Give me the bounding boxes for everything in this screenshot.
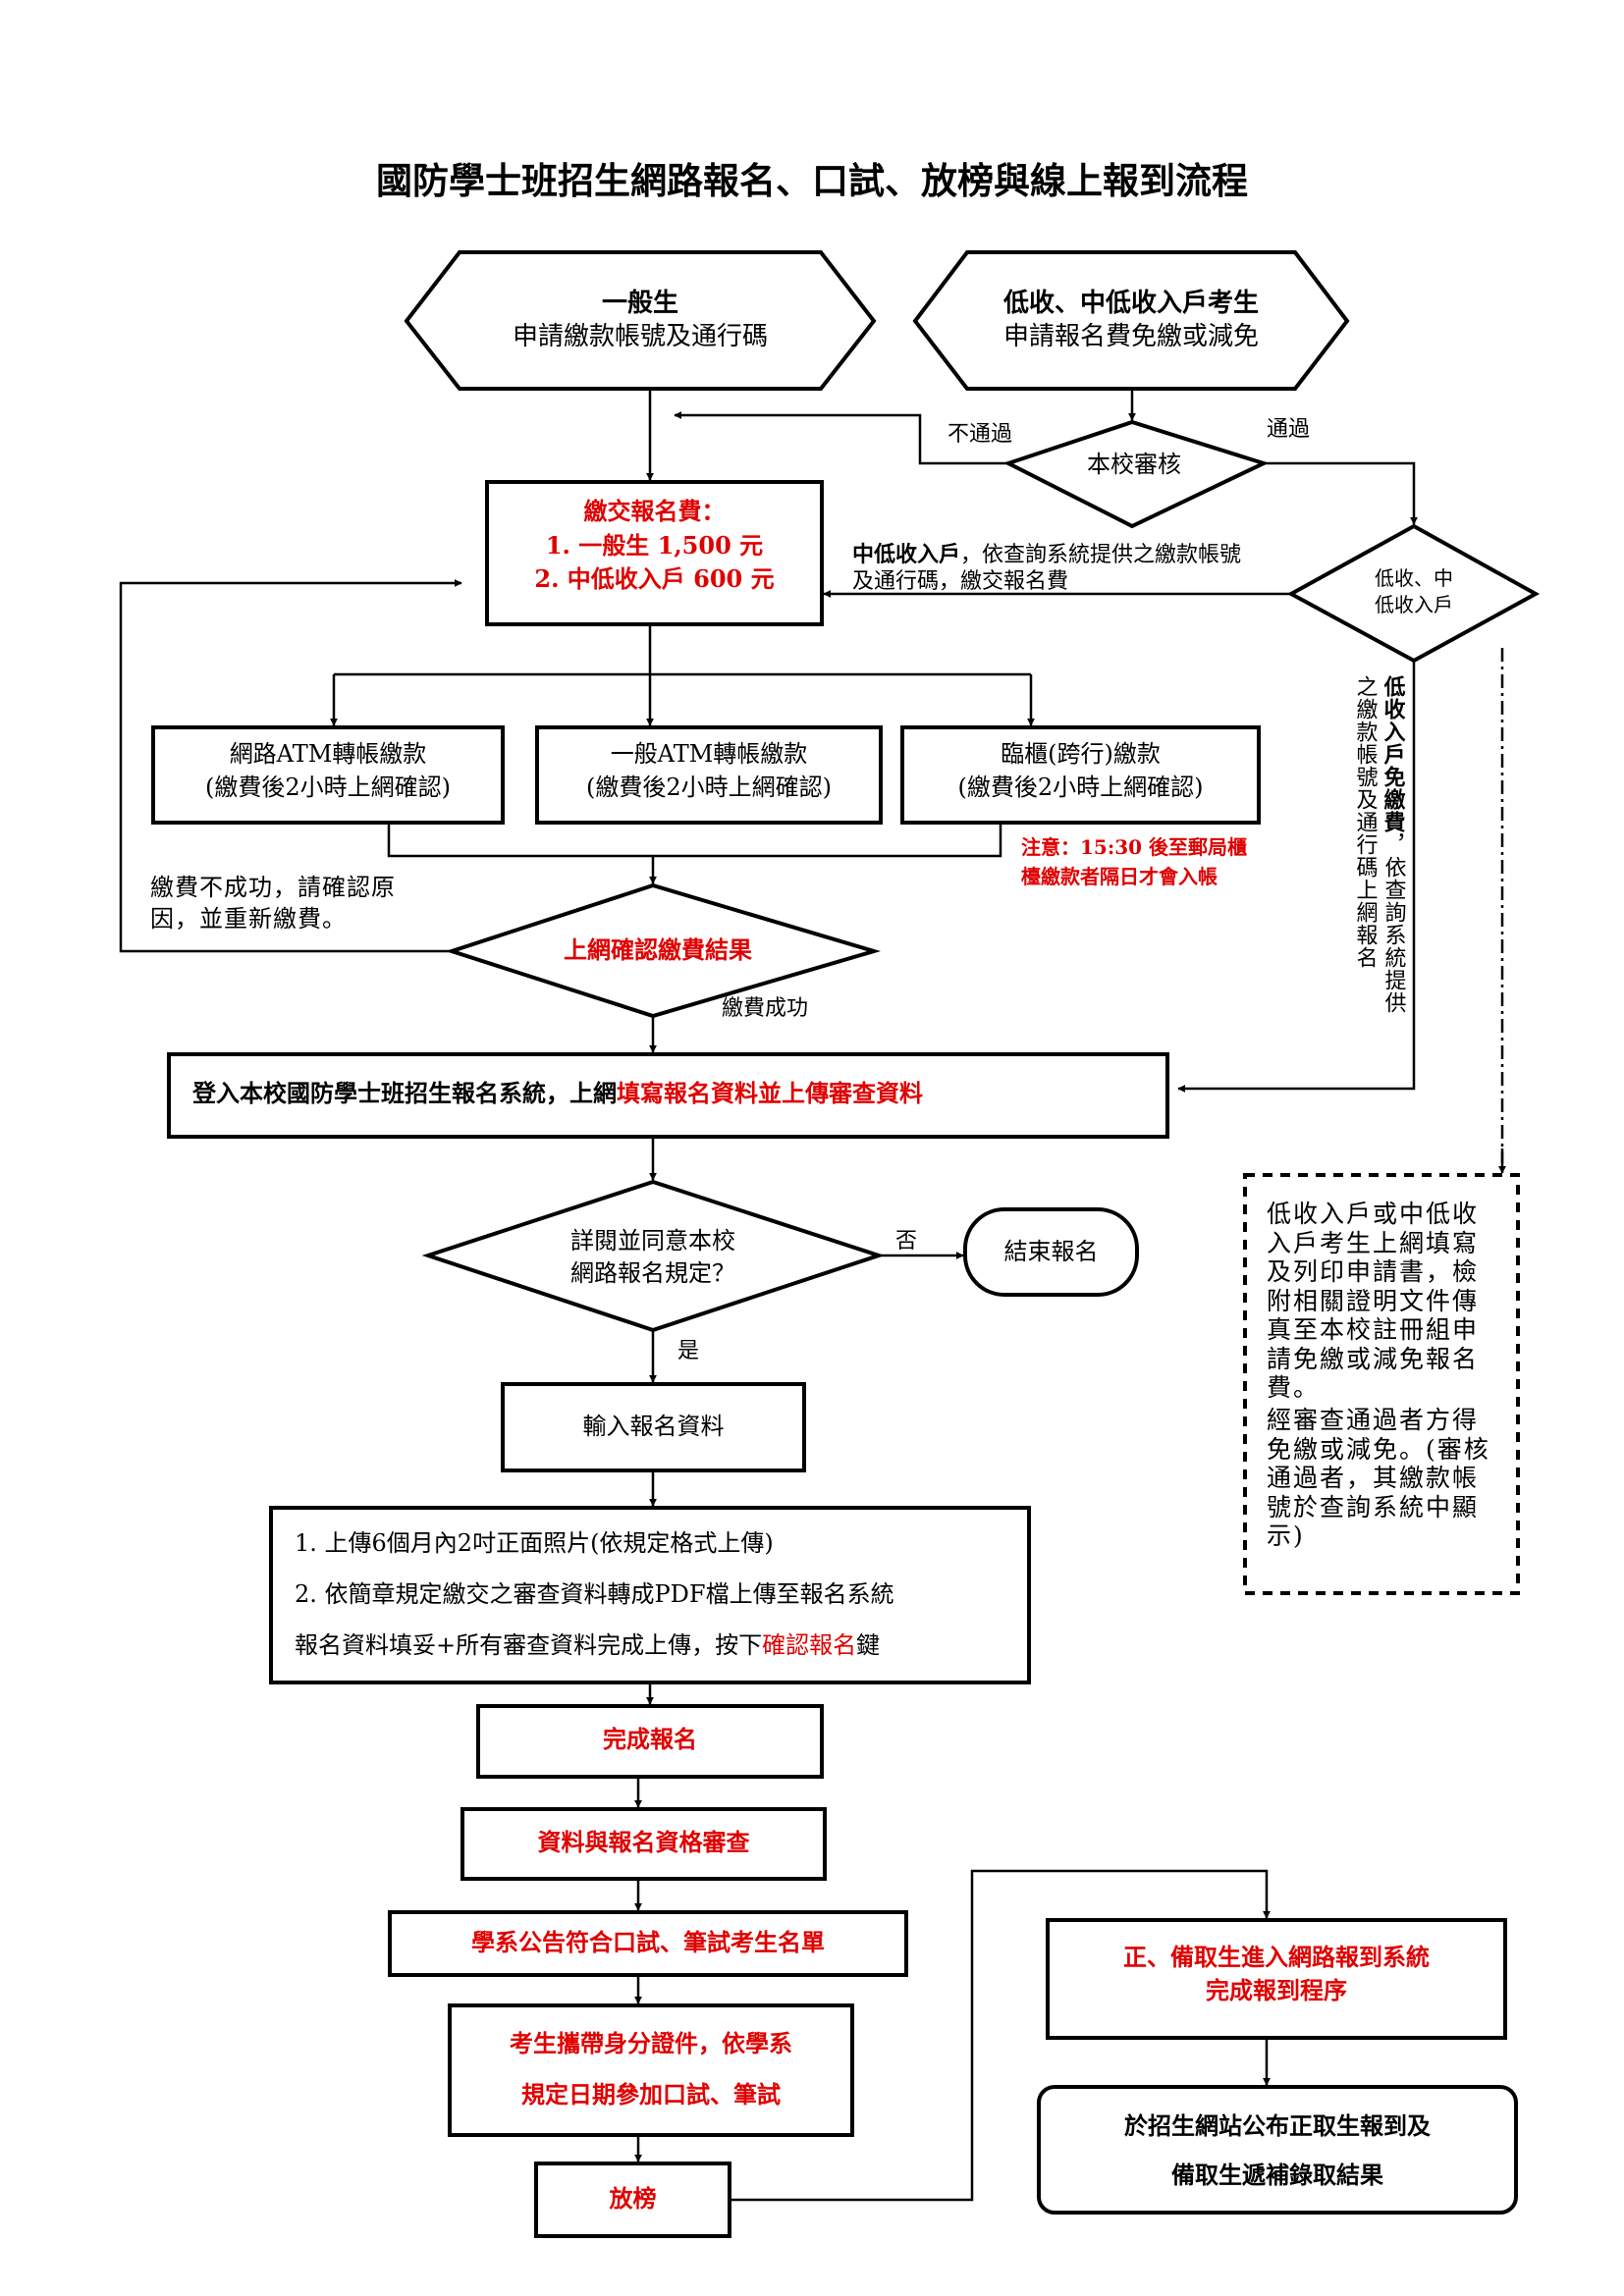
end-registration-label: 結束報名 — [1003, 1238, 1099, 1265]
low-income-hexagon — [912, 250, 1350, 391]
agree-yes-label: 是 — [677, 1339, 700, 1363]
notice-line1: 注意：15:30 後至郵局櫃 — [1021, 835, 1248, 859]
agree-line1: 詳閱並同意本校 — [570, 1227, 735, 1255]
payment-1-note: (繳費後2小時上網確認) — [205, 774, 451, 801]
end-registration-box — [963, 1207, 1139, 1297]
dashed-note-para2: 經審查通過者方得免繳或減免。(審核通過者，其繳款帳號於查詢系統中顯示) — [1267, 1406, 1490, 1550]
payment-fail-line2: 因，並重新繳費。 — [150, 905, 347, 933]
page-title: 國防學士班招生網路報名、口試、放榜與線上報到流程 — [376, 159, 1248, 202]
low-income-note-bold: 低收入戶免繳費 — [1380, 675, 1406, 833]
announce-label: 學系公告符合口試、筆試考生名單 — [471, 1928, 825, 1956]
complete-label: 完成報名 — [603, 1725, 697, 1753]
dashed-note-box — [1243, 1173, 1520, 1595]
mid-low-note-bold: 中低收入戶 — [852, 542, 961, 567]
general-title: 一般生 — [601, 289, 678, 318]
payment-box-1 — [151, 725, 505, 825]
login-bold: 登入本校國防學士班招生報名系統，上網 — [192, 1079, 617, 1107]
announce-box — [388, 1910, 908, 1977]
low-income-title: 低收、中低收入戶考生 — [1002, 289, 1259, 318]
review-pass-label: 通過 — [1267, 417, 1311, 442]
upload-line1: 1. 上傳6個月內2吋正面照片(依規定格式上傳) — [295, 1529, 774, 1557]
fee-item-general: 1. 一般生 1,500 元 — [545, 531, 764, 560]
payment-fail-line1: 繳費不成功，請確認原 — [150, 874, 396, 901]
online-report-line2: 完成報到程序 — [1206, 1976, 1347, 2004]
upload-line3-end: 鍵 — [856, 1631, 881, 1659]
mid-low-note-text1: ，依查詢系統提供之繳款帳號 — [960, 543, 1242, 567]
fee-box — [485, 480, 824, 626]
input-data-label: 輸入報名資料 — [582, 1413, 725, 1440]
login-box — [167, 1052, 1169, 1139]
exam-line1: 考生攜帶身分證件，依學系 — [510, 2029, 792, 2057]
login-red: 填寫報名資料並上傳審查資料 — [617, 1079, 923, 1107]
general-hexagon — [404, 250, 877, 391]
publish-box — [1037, 2085, 1518, 2215]
review-label: 本校審核 — [1087, 451, 1181, 478]
payment-1-title: 網路ATM轉帳繳款 — [229, 740, 427, 768]
payment-2-title: 一般ATM轉帳繳款 — [610, 740, 808, 768]
complete-box — [476, 1704, 824, 1779]
publish-line2: 備取生遞補錄取結果 — [1171, 2161, 1383, 2189]
exam-line2: 規定日期參加口試、筆試 — [521, 2080, 781, 2109]
payment-success-label: 繳費成功 — [722, 996, 809, 1021]
upload-line2: 2. 依簡章規定繳交之審查資料轉成PDF檔上傳至報名系統 — [295, 1580, 894, 1608]
login-text: 登入本校國防學士班招生報名系統，上網填寫報名資料並上傳審查資料 — [192, 1078, 923, 1109]
qualification-box — [460, 1807, 827, 1881]
income-diamond — [1286, 523, 1541, 664]
low-income-note-col1: 低收入戶免繳費，依查詢系統提供 — [1379, 675, 1407, 1014]
upload-line3: 報名資料填妥+所有審查資料完成上傳，按下確認報名鍵 — [295, 1629, 880, 1661]
publish-line1: 於招生網站公布正取生報到及 — [1124, 2111, 1431, 2140]
low-income-subtitle: 申請報名費免繳或減免 — [1002, 322, 1259, 351]
agree-line2: 網路報名規定？ — [570, 1259, 735, 1287]
payment-3-note: (繳費後2小時上網確認) — [957, 774, 1204, 801]
payment-3-title: 臨櫃(跨行)繳款 — [1001, 740, 1161, 768]
payment-box-3 — [900, 725, 1261, 825]
review-fail-label: 不通過 — [947, 422, 1013, 447]
agree-no-label: 否 — [895, 1229, 918, 1254]
income-diamond-line1: 低收、中 — [1375, 566, 1453, 590]
release-label: 放榜 — [609, 2184, 657, 2213]
confirm-payment-diamond — [445, 882, 882, 1019]
mid-low-note-line1: 中低收入戶，依查詢系統提供之繳款帳號 — [852, 541, 1241, 570]
notice-line2: 檯繳款者隔日才會入帳 — [1021, 865, 1218, 888]
online-report-line1: 正、備取生進入網路報到系統 — [1123, 1943, 1430, 1971]
payment-box-2 — [535, 725, 883, 825]
mid-low-note-line2: 及通行碼，繳交報名費 — [852, 569, 1069, 594]
payment-2-note: (繳費後2小時上網確認) — [586, 774, 832, 801]
confirm-registration-key: 確認報名 — [762, 1631, 857, 1659]
qualification-label: 資料與報名資格審查 — [537, 1828, 750, 1856]
fee-item-mid-low: 2. 中低收入戶 600 元 — [534, 564, 775, 593]
fee-title: 繳交報名費： — [583, 497, 726, 525]
online-report-box — [1046, 1918, 1507, 2040]
exam-box — [448, 2003, 854, 2137]
low-income-note-rest: ，依查詢系統提供 — [1380, 833, 1406, 1014]
income-diamond-line2: 低收入戶 — [1375, 593, 1453, 616]
dashed-note-para1: 低收入戶或中低收入戶考生上網填寫及列印申請書，檢附相關證明文件傳真至本校註冊組申… — [1267, 1200, 1480, 1402]
confirm-payment-label: 上網確認繳費結果 — [564, 935, 752, 964]
low-income-note-col2: 之繳款帳號及通行碼上網報名 — [1352, 675, 1378, 969]
general-subtitle: 申請繳款帳號及通行碼 — [512, 322, 768, 351]
upload-line3-text: 報名資料填妥+所有審查資料完成上傳，按下 — [295, 1631, 763, 1659]
